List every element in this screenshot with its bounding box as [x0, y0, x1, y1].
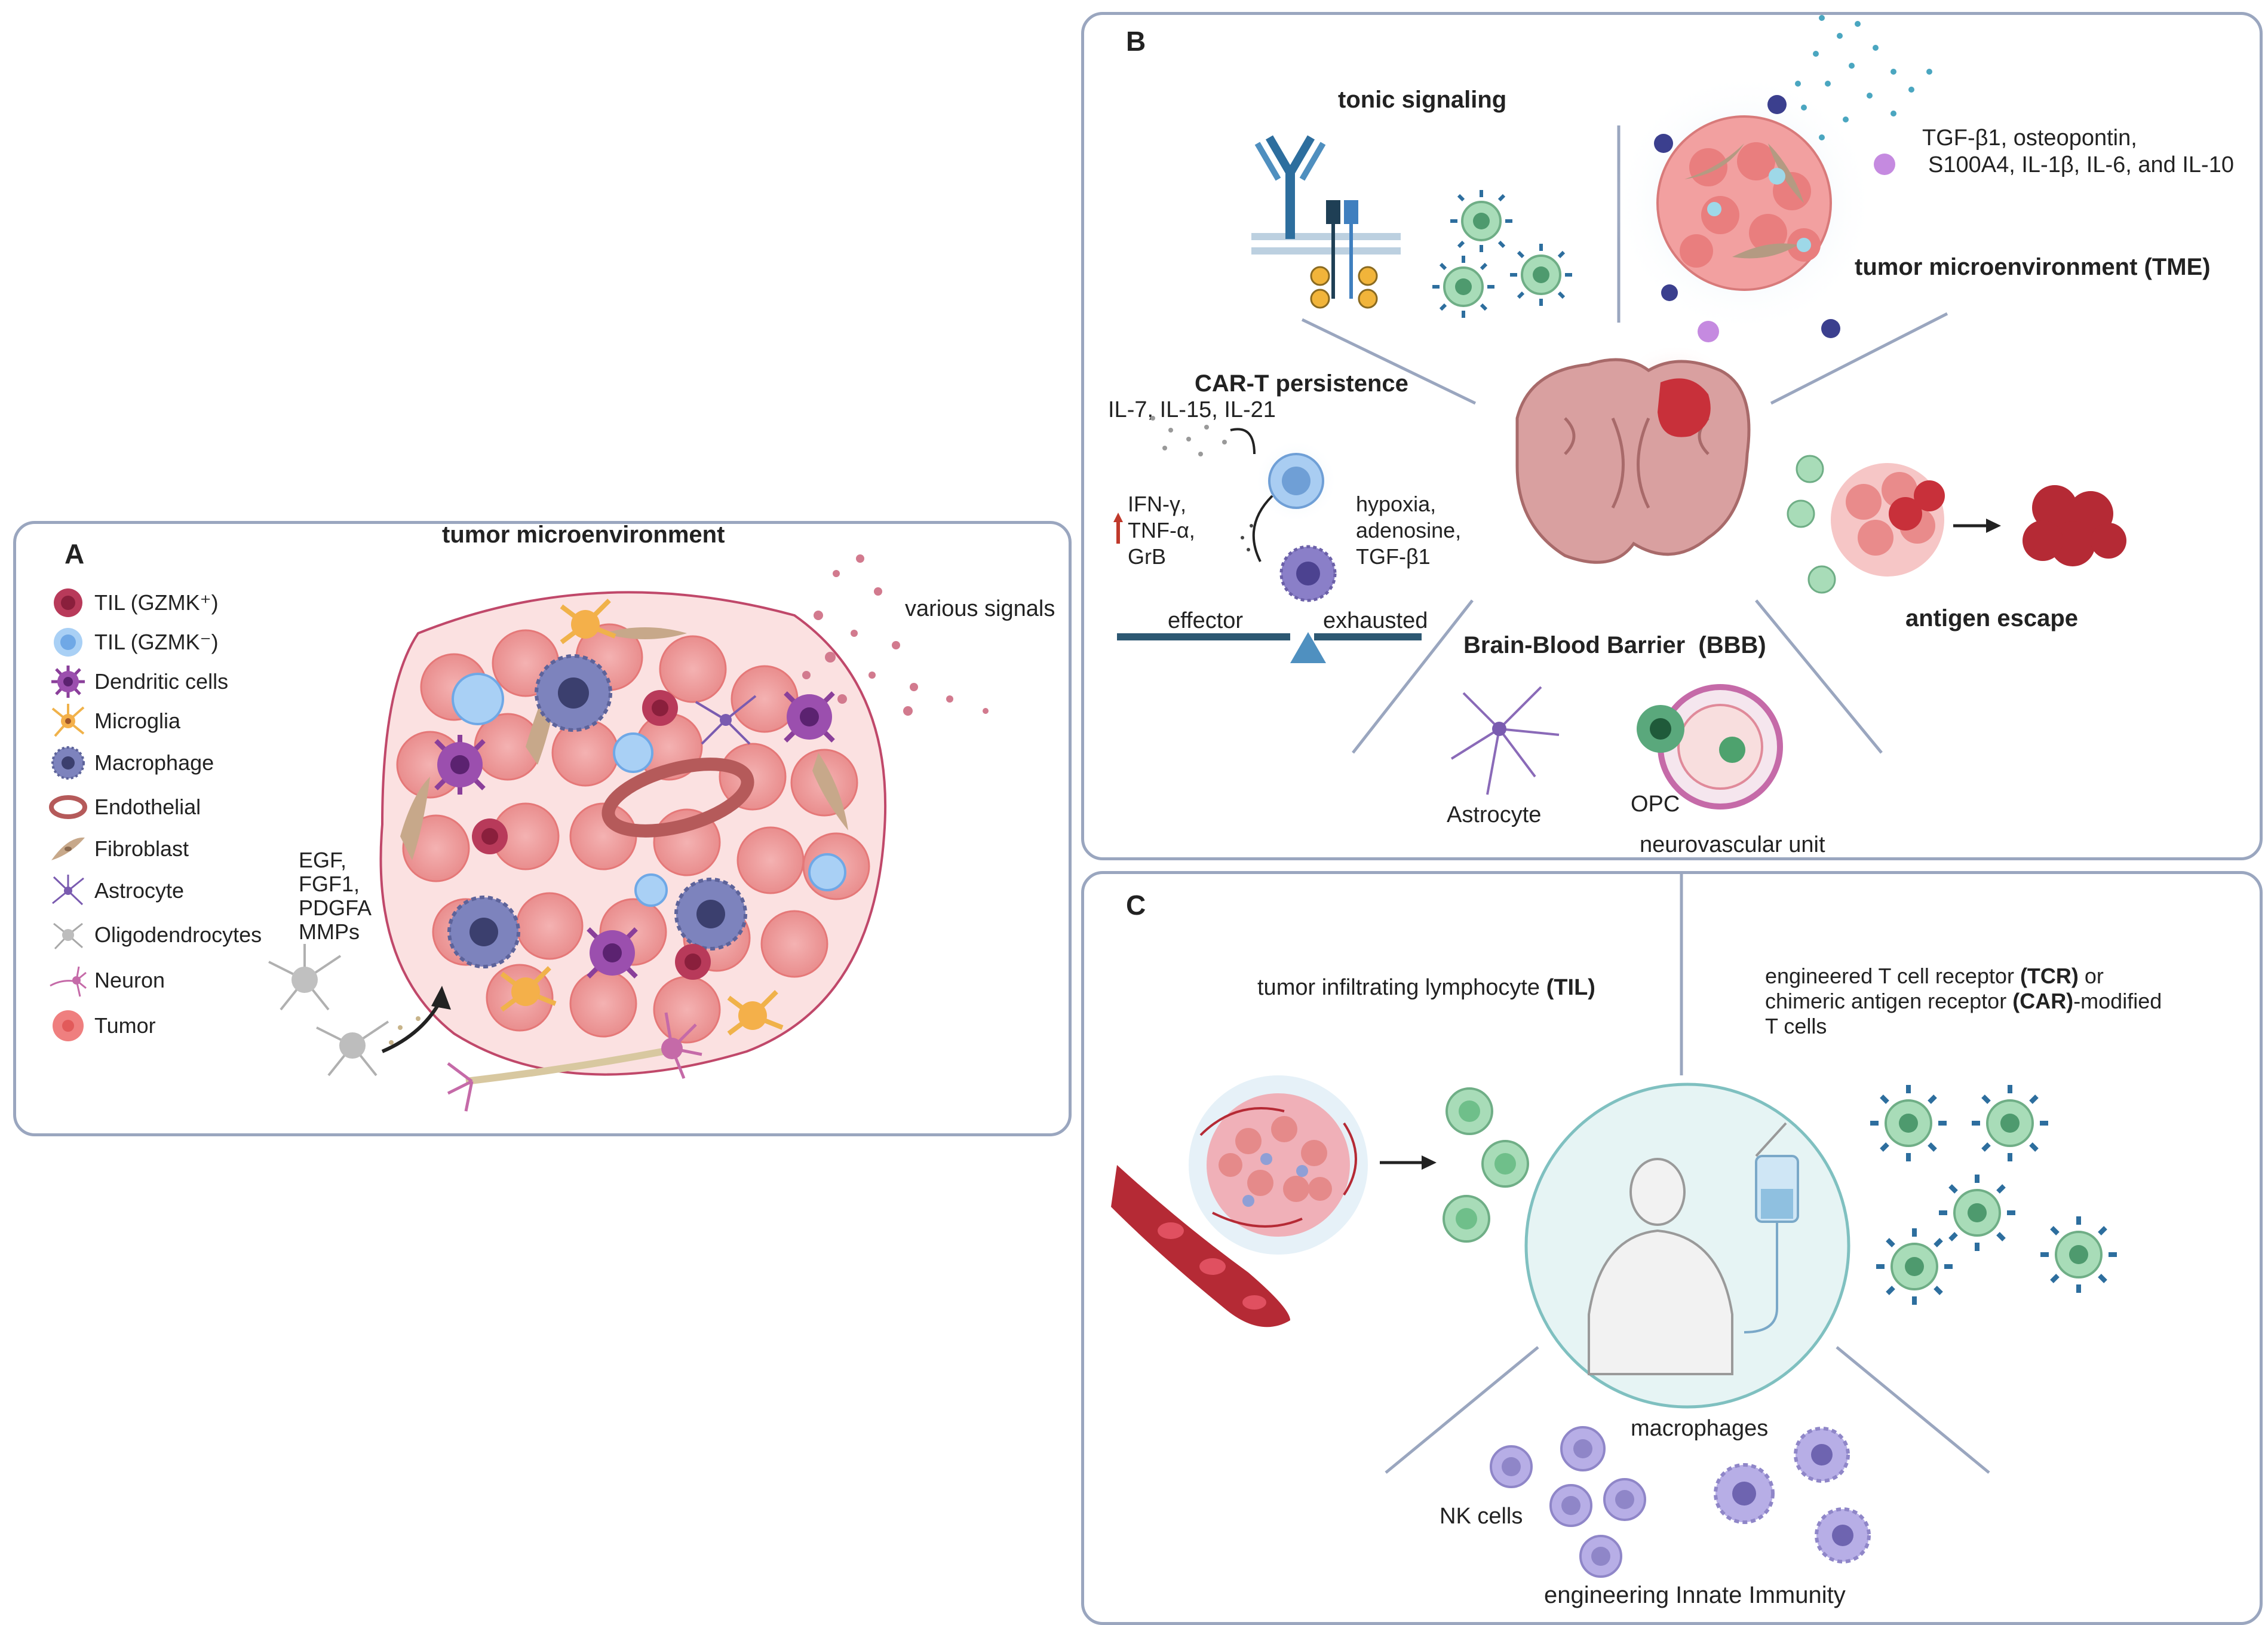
- bbb-label: Brain-Blood Barrier (BBB): [1463, 632, 1766, 658]
- neurovascular-unit-label: neurovascular unit: [1640, 832, 1825, 857]
- tme-factors-line1: TGF-β1, osteopontin,: [1922, 125, 2137, 151]
- tcr-car-label: engineered T cell receptor (TCR) or chim…: [1765, 964, 2162, 1038]
- tme-tumor-cluster: [1613, 15, 1932, 342]
- panel-b-dividers: [1301, 125, 1948, 754]
- panel-c-letter: C: [1126, 890, 1146, 921]
- tumor-mass: [379, 591, 887, 1112]
- innate-immunity-label: engineering Innate Immunity: [1544, 1582, 1846, 1608]
- macrophages-art: [1714, 1427, 1871, 1563]
- legend-item: Neuron: [49, 962, 165, 999]
- til-gzmk-pos-icon: [54, 588, 82, 617]
- panel-b-letter: B: [1126, 26, 1146, 57]
- growth-factor-pdgfa: PDGFA: [299, 896, 372, 920]
- various-signals-label: various signals: [905, 596, 1055, 621]
- fibroblast-icon: [51, 837, 85, 860]
- neuron-icon: [50, 966, 87, 997]
- tumor-cell-icon: [53, 1010, 84, 1041]
- astrocyte-icon: [52, 875, 84, 906]
- legend-item: TIL (GZMK⁻): [49, 624, 219, 661]
- growth-factor-egf: EGF,: [299, 848, 347, 872]
- brain-icon: [1515, 344, 1751, 564]
- legend-item: Fibroblast: [49, 830, 189, 867]
- arrowhead-icon: [431, 986, 451, 1010]
- oligodendrocyte-icon: [53, 922, 83, 950]
- suppressors: hypoxia, adenosine, TGF-β1: [1356, 492, 1462, 569]
- up-factors: IFN-γ, TNF-α, GrB: [1128, 492, 1195, 569]
- legend: TIL (GZMK⁺) TIL (GZMK⁻) Dendritic cells …: [49, 584, 300, 1050]
- legend-item: TIL (GZMK⁺): [49, 584, 219, 621]
- legend-item: Microglia: [49, 703, 180, 740]
- patient-infusion-art: [1524, 1083, 1850, 1409]
- car-receptor-icon: [1251, 135, 1401, 309]
- panel-a-title: tumor microenvironment: [442, 522, 725, 548]
- opc-label: OPC: [1631, 792, 1680, 817]
- microglia-icon: [51, 704, 85, 737]
- til-arrowhead-icon: [1422, 1155, 1437, 1170]
- nk-cells-label: NK cells: [1440, 1504, 1523, 1529]
- growth-factor-mmps: MMPs: [299, 919, 360, 944]
- effector-label: effector: [1168, 608, 1244, 633]
- neurovascular-art: [1450, 684, 1783, 810]
- tumor-vessel-art: [1111, 1075, 1368, 1327]
- legend-item: Oligodendrocytes: [49, 916, 262, 953]
- tonic-signaling-label: tonic signaling: [1338, 87, 1507, 113]
- dendritic-cell-icon: [51, 666, 85, 698]
- legend-item: Macrophage: [49, 744, 214, 781]
- legend-item: Dendritic cells: [49, 663, 228, 700]
- car-t-persistence-label: CAR-T persistence: [1195, 370, 1408, 397]
- engineered-t-cells: [1870, 1085, 2117, 1305]
- til-gzmk-neg-icon: [54, 628, 82, 657]
- exhausted-label: exhausted: [1323, 608, 1428, 633]
- legend-item: Endothelial: [49, 789, 201, 826]
- macrophages-label: macrophages: [1631, 1416, 1769, 1441]
- nk-cells-art: [1490, 1426, 1646, 1578]
- car-t-cell-icons: [1432, 190, 1572, 318]
- macrophage-icon: [51, 746, 85, 780]
- endothelial-icon: [49, 795, 87, 819]
- legend-item: Tumor: [49, 1007, 156, 1044]
- til-cells: [1443, 1087, 1529, 1243]
- antigen-escape-art: [1787, 455, 2126, 594]
- tme-title: tumor microenvironment (TME): [1855, 254, 2211, 280]
- panel-c-dividers: [1385, 872, 1990, 1474]
- growth-factors: EGF, FGF1, PDGFA MMPs: [299, 848, 372, 944]
- astrocyte-label: Astrocyte: [1447, 802, 1542, 827]
- panel-a-letter: A: [65, 538, 85, 569]
- car-t-persistence-art: [1113, 416, 1422, 663]
- cytokines-label: IL-7, IL-15, IL-21: [1108, 397, 1276, 422]
- signal-dots: [802, 554, 989, 716]
- legend-item: Astrocyte: [49, 872, 184, 909]
- tme-factors-line2: S100A4, IL-1β, IL-6, and IL-10: [1928, 152, 2234, 177]
- oligodendrocyte-cluster: [268, 944, 389, 1077]
- antigen-escape-label: antigen escape: [1905, 605, 2079, 631]
- growth-factor-fgf1: FGF1,: [299, 872, 360, 896]
- til-label: tumor infiltrating lymphocyte (TIL): [1257, 975, 1595, 1000]
